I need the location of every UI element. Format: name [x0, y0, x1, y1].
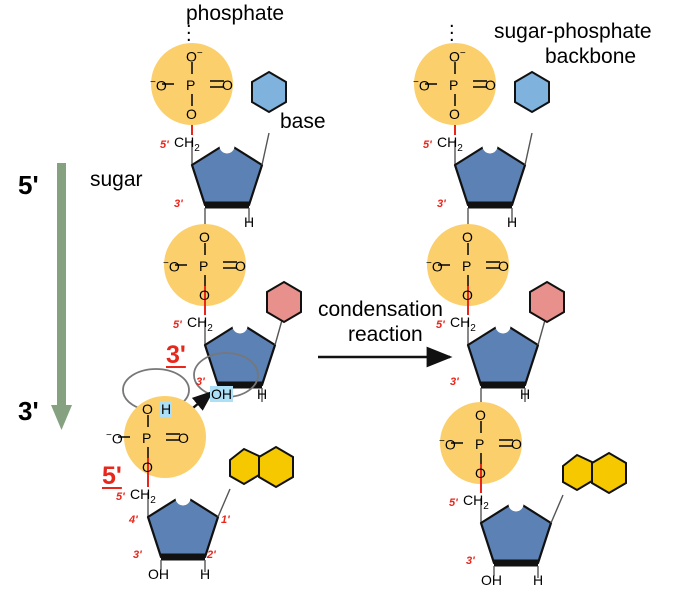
reaction-label-line2: reaction [348, 323, 423, 346]
methylene-nt3: CH2 [130, 486, 156, 506]
sugar-label: sugar [90, 168, 143, 191]
phosphate-oxygen-minus: O− [186, 48, 203, 65]
r-c3-label-nt2: 3' [450, 376, 459, 388]
r-linker-oxygen-bottom-3: O [475, 465, 486, 481]
r-phosphate2-oxygen-right: O [498, 258, 509, 274]
phosphorus-atom: P [186, 77, 196, 93]
reactive-5prime-label: 5' [102, 462, 122, 490]
r-phosphate2-oxygen-left: −O [426, 258, 443, 275]
phosphate2-oxygen-right: O [235, 258, 246, 274]
methylene-nt2: CH2 [187, 314, 213, 334]
linker-oxygen-bottom-2: O [199, 287, 210, 303]
c5-label-nt1: 5' [160, 139, 169, 151]
c5-label-nt2: 5' [173, 319, 182, 331]
r-linker-oxygen-bottom-2: O [462, 287, 473, 303]
linker-oxygen-top-2: O [199, 229, 210, 245]
c3-label-nt1: 3' [174, 198, 183, 210]
methylene-nt1: CH2 [174, 134, 200, 154]
r-phosphorus-atom-3: P [475, 436, 485, 452]
phosphate3-oxygen-top: O [142, 401, 153, 417]
reactive-3prime-label: 3' [166, 341, 186, 369]
backbone-label-line2: backbone [545, 45, 637, 68]
direction-3prime-label: 3' [18, 396, 39, 426]
r-phosphate-oxygen-bottom: O [449, 106, 460, 122]
r-c5-label-nt2: 5' [436, 319, 445, 331]
hydrogen-nt3: H [200, 566, 211, 582]
r-c5-label-nt3: 5' [449, 497, 458, 509]
hydrogen-nt1: H [244, 214, 255, 230]
phosphate3-oxygen-right: O [178, 430, 189, 446]
reactive-hydrogen: H [160, 401, 173, 417]
phosphorus-atom-3: P [142, 430, 152, 446]
c4-label-nt3: 4' [129, 514, 138, 526]
chain-continuation-dots-left: ... [186, 10, 192, 46]
base-label: base [280, 110, 326, 133]
r-methylene-nt1: CH2 [437, 134, 463, 154]
reactive-hydroxyl: OH [210, 386, 233, 402]
phosphate-oxygen-bottom: O [186, 106, 197, 122]
r-phosphate3-oxygen-left: −O [439, 436, 456, 453]
r-phosphate-oxygen-minus: O− [449, 48, 466, 65]
direction-arrow [51, 163, 72, 430]
phosphorus-atom-2: P [199, 258, 209, 274]
phosphate3-oxygen-left: −O [106, 430, 123, 447]
phosphate-oxygen-right: O [222, 77, 233, 93]
r-methylene-nt3: CH2 [463, 492, 489, 512]
r-c5-label-nt1: 5' [423, 139, 432, 151]
terminal-hydroxyl-left: OH [148, 566, 169, 582]
c3-label-nt3: 3' [133, 549, 142, 561]
r-linker-oxygen-top-3: O [475, 407, 486, 423]
c5-label-nt3: 5' [116, 491, 125, 503]
hydrogen-nt2: H [257, 386, 268, 402]
c2-label-nt3: 2' [207, 549, 216, 561]
r-c3-label-nt3: 3' [466, 555, 475, 567]
chain-continuation-dots-right: ... [449, 10, 455, 46]
r-phosphate3-oxygen-right: O [511, 436, 522, 452]
r-hydrogen-nt2: H [520, 386, 531, 402]
r-hydrogen-nt1: H [507, 214, 518, 230]
reactant-strand [118, 43, 302, 572]
r-linker-oxygen-top-2: O [462, 229, 473, 245]
r-methylene-nt2: CH2 [450, 314, 476, 334]
phosphate-oxygen-left: −O [150, 77, 167, 94]
phosphate2-oxygen-left: −O [163, 258, 180, 275]
c3-label-nt2: 3' [196, 376, 205, 388]
r-phosphorus-atom-2: P [462, 258, 472, 274]
r-phosphate-oxygen-right: O [485, 77, 496, 93]
phosphate3-oxygen-bottom: O [142, 459, 153, 475]
product-strand [414, 43, 627, 578]
direction-5prime-label: 5' [18, 170, 39, 200]
r-phosphorus-atom: P [449, 77, 459, 93]
c1-label-nt3: 1' [221, 514, 230, 526]
backbone-label-line1: sugar-phosphate [494, 20, 652, 43]
r-terminal-hydroxyl: OH [481, 572, 502, 588]
phosphate-label: phosphate [186, 2, 285, 25]
r-phosphate-oxygen-left: −O [413, 77, 430, 94]
reaction-label-line1: condensation [318, 298, 443, 321]
r-hydrogen-nt3: H [533, 572, 544, 588]
r-c3-label-nt1: 3' [437, 198, 446, 210]
